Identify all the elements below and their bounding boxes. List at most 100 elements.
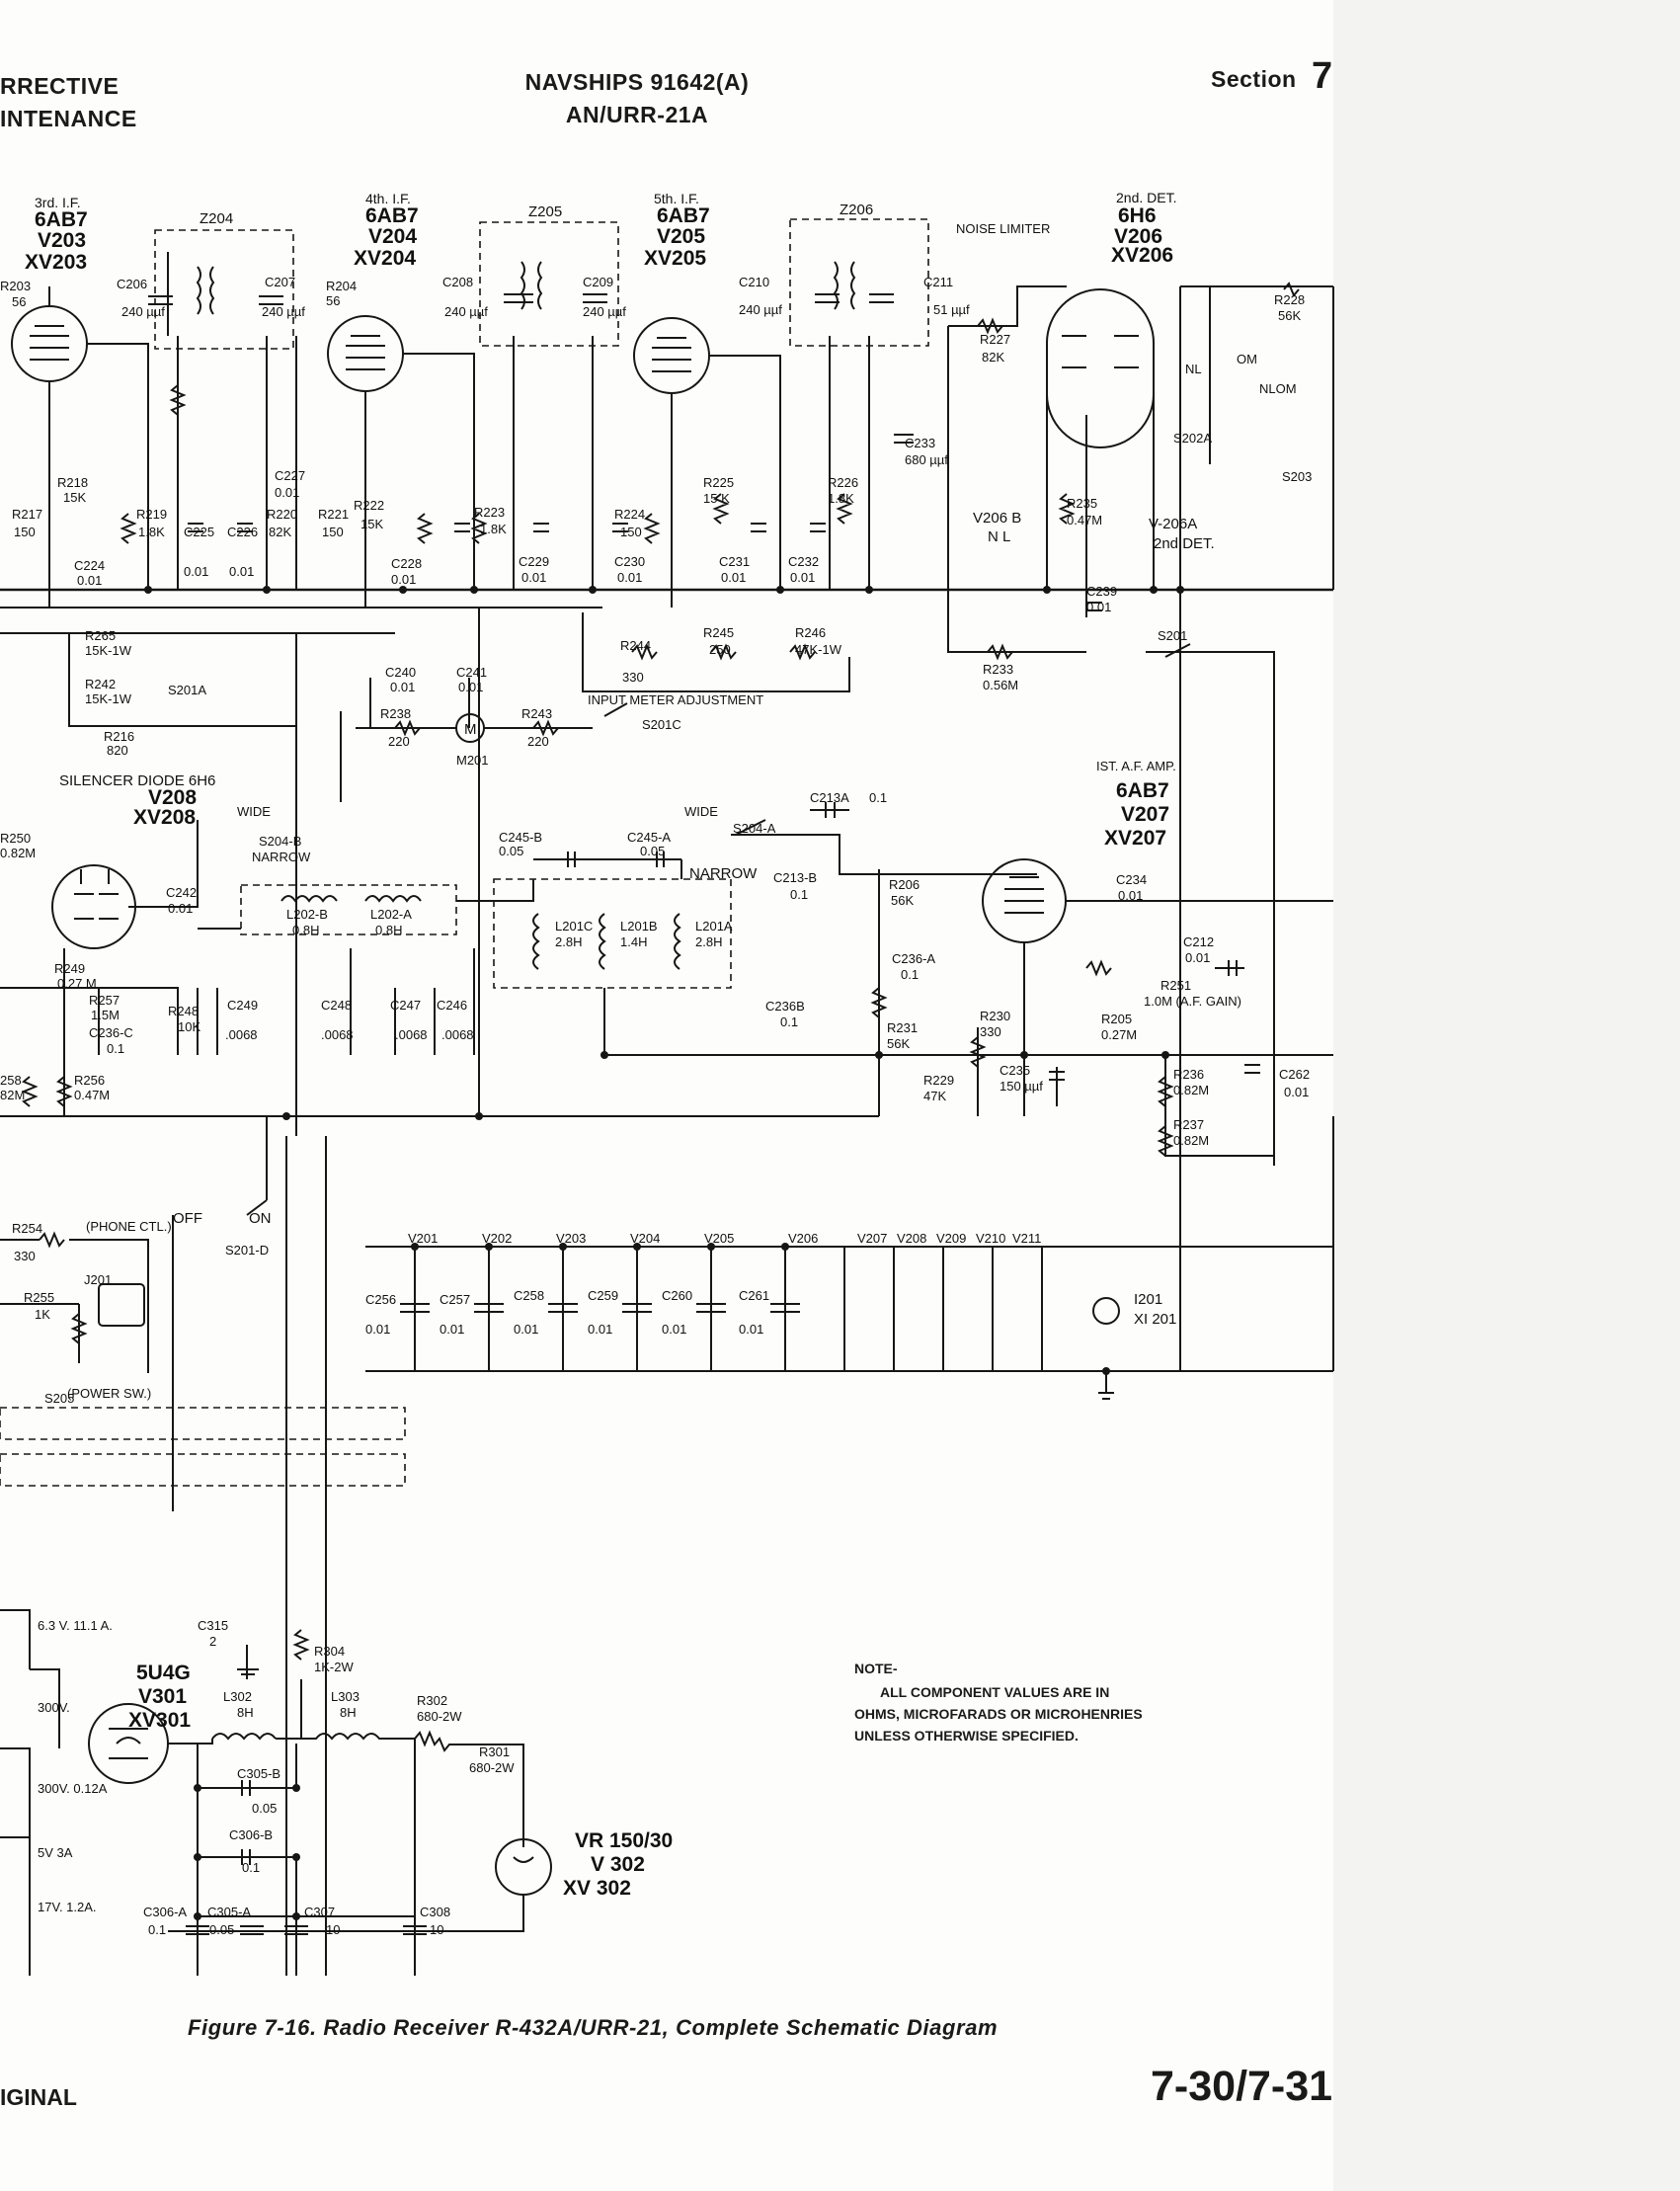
v208-tube: SILENCER DIODE 6H6 V208 XV208: [51, 772, 215, 949]
svg-text:330: 330: [622, 670, 644, 685]
svg-text:V207: V207: [857, 1231, 887, 1246]
header-section-label: Section: [1211, 66, 1297, 92]
note-line-1: ALL COMPONENT VALUES ARE IN: [880, 1684, 1110, 1700]
svg-text:0.01: 0.01: [275, 485, 299, 500]
v203-type: 6AB7: [35, 208, 88, 231]
svg-text:C256: C256: [365, 1292, 396, 1307]
svg-text:C207: C207: [265, 275, 295, 289]
svg-text:R255: R255: [24, 1290, 54, 1305]
narrow-label-2: NARROW: [689, 865, 758, 882]
v204-ref: V204: [368, 225, 417, 248]
supply-tap-labels: 6.3 V. 11.1 A. 300V. 300V. 0.12A 5V 3A 1…: [38, 1618, 113, 1914]
svg-text:R223: R223: [474, 505, 505, 520]
svg-text:0.01: 0.01: [184, 564, 208, 579]
svg-text:R238: R238: [380, 706, 411, 721]
v203-socket: XV203: [25, 251, 87, 274]
svg-text:56K: 56K: [891, 893, 914, 908]
svg-text:C305-B: C305-B: [237, 1766, 280, 1781]
svg-text:0.8H: 0.8H: [292, 923, 319, 937]
j201-jack: [98, 1283, 145, 1327]
svg-text:R254: R254: [12, 1221, 42, 1236]
v205-tube: 5th. I.F. 6AB7 V205 XV205: [633, 191, 710, 394]
svg-text:S202A: S202A: [1173, 431, 1212, 446]
svg-text:V211: V211: [1012, 1231, 1041, 1246]
s201d-on-label: ON: [249, 1210, 272, 1227]
svg-text:C242: C242: [166, 885, 197, 900]
svg-text:V204: V204: [630, 1231, 660, 1246]
svg-text:R302: R302: [417, 1693, 447, 1708]
svg-text:0.1: 0.1: [901, 967, 919, 982]
wide-label-1: WIDE: [237, 804, 271, 819]
svg-text:V203: V203: [556, 1231, 586, 1246]
svg-text:C206: C206: [117, 277, 147, 291]
svg-text:L202-A: L202-A: [370, 907, 412, 922]
v204-socket: XV204: [354, 247, 416, 270]
svg-text:C233: C233: [905, 436, 935, 450]
svg-text:C228: C228: [391, 556, 422, 571]
svg-text:J201: J201: [84, 1272, 112, 1287]
svg-text:C210: C210: [739, 275, 769, 289]
svg-text:0.01: 0.01: [1284, 1085, 1309, 1099]
svg-text:C229: C229: [519, 554, 549, 569]
power-sw-label: (POWER SW.): [67, 1386, 151, 1401]
z204-coil: [167, 252, 215, 336]
svg-text:0.01: 0.01: [521, 570, 546, 585]
v302-tube: VR 150/30 V 302 XV 302: [495, 1829, 673, 1900]
svg-text:0.01: 0.01: [365, 1322, 390, 1337]
svg-text:0.01: 0.01: [790, 570, 815, 585]
z206-label: Z206: [840, 202, 873, 218]
v206-type: 6H6: [1118, 204, 1157, 227]
svg-text:C257: C257: [440, 1292, 470, 1307]
wide-label-2: WIDE: [684, 804, 718, 819]
svg-text:C248: C248: [321, 998, 352, 1013]
svg-text:L202-B: L202-B: [286, 907, 328, 922]
svg-text:L303: L303: [331, 1689, 360, 1704]
svg-text:S204-A: S204-A: [733, 821, 776, 836]
svg-text:56K: 56K: [1278, 308, 1301, 323]
z204-label: Z204: [200, 210, 233, 227]
svg-text:47K-1W: 47K-1W: [795, 642, 842, 657]
svg-text:2.8H: 2.8H: [695, 934, 722, 949]
svg-text:C246: C246: [437, 998, 467, 1013]
svg-text:15 K: 15 K: [703, 491, 730, 506]
svg-text:L201C: L201C: [555, 919, 593, 933]
v302-type: VR 150/30: [575, 1829, 673, 1852]
v204-stage: 4th. I.F.: [365, 191, 411, 206]
svg-text:.0068: .0068: [441, 1027, 474, 1042]
svg-text:0.01: 0.01: [1185, 950, 1210, 965]
svg-text:R244: R244: [620, 638, 651, 653]
svg-text:0.05: 0.05: [640, 844, 665, 858]
v207-socket: XV207: [1104, 827, 1166, 850]
svg-text:0.01: 0.01: [168, 901, 193, 916]
svg-text:C236B: C236B: [765, 999, 805, 1014]
svg-text:L201B: L201B: [620, 919, 658, 933]
svg-text:56K: 56K: [887, 1036, 910, 1051]
svg-text:150: 150: [322, 525, 344, 539]
svg-text:R230: R230: [980, 1009, 1010, 1023]
svg-text:S201: S201: [1158, 628, 1187, 643]
narrow-label-1: NARROW: [252, 850, 311, 864]
v203-stage: 3rd. I.F.: [35, 195, 81, 210]
svg-text:C245-B: C245-B: [499, 830, 542, 845]
svg-text:C226: C226: [227, 525, 258, 539]
svg-text:0.05: 0.05: [209, 1922, 234, 1937]
note-line-3: UNLESS OTHERWISE SPECIFIED.: [854, 1728, 1079, 1744]
svg-text:0.01: 0.01: [588, 1322, 612, 1337]
svg-text:10K: 10K: [178, 1019, 200, 1034]
svg-text:1K: 1K: [35, 1307, 50, 1322]
v203-ref: V203: [38, 229, 86, 252]
svg-text:L201A: L201A: [695, 919, 733, 933]
header-equipment: AN/URR-21A: [565, 102, 709, 127]
svg-text:R237: R237: [1173, 1117, 1204, 1132]
svg-text:V201: V201: [408, 1231, 438, 1246]
svg-text:680 µµf: 680 µµf: [905, 452, 948, 467]
svg-text:82K: 82K: [982, 350, 1004, 365]
svg-text:C305-A: C305-A: [207, 1905, 251, 1919]
svg-text:51 µµf: 51 µµf: [933, 302, 970, 317]
svg-text:330: 330: [14, 1249, 36, 1263]
svg-text:R250: R250: [0, 831, 31, 846]
svg-text:V205: V205: [704, 1231, 734, 1246]
svg-text:R226: R226: [828, 475, 858, 490]
